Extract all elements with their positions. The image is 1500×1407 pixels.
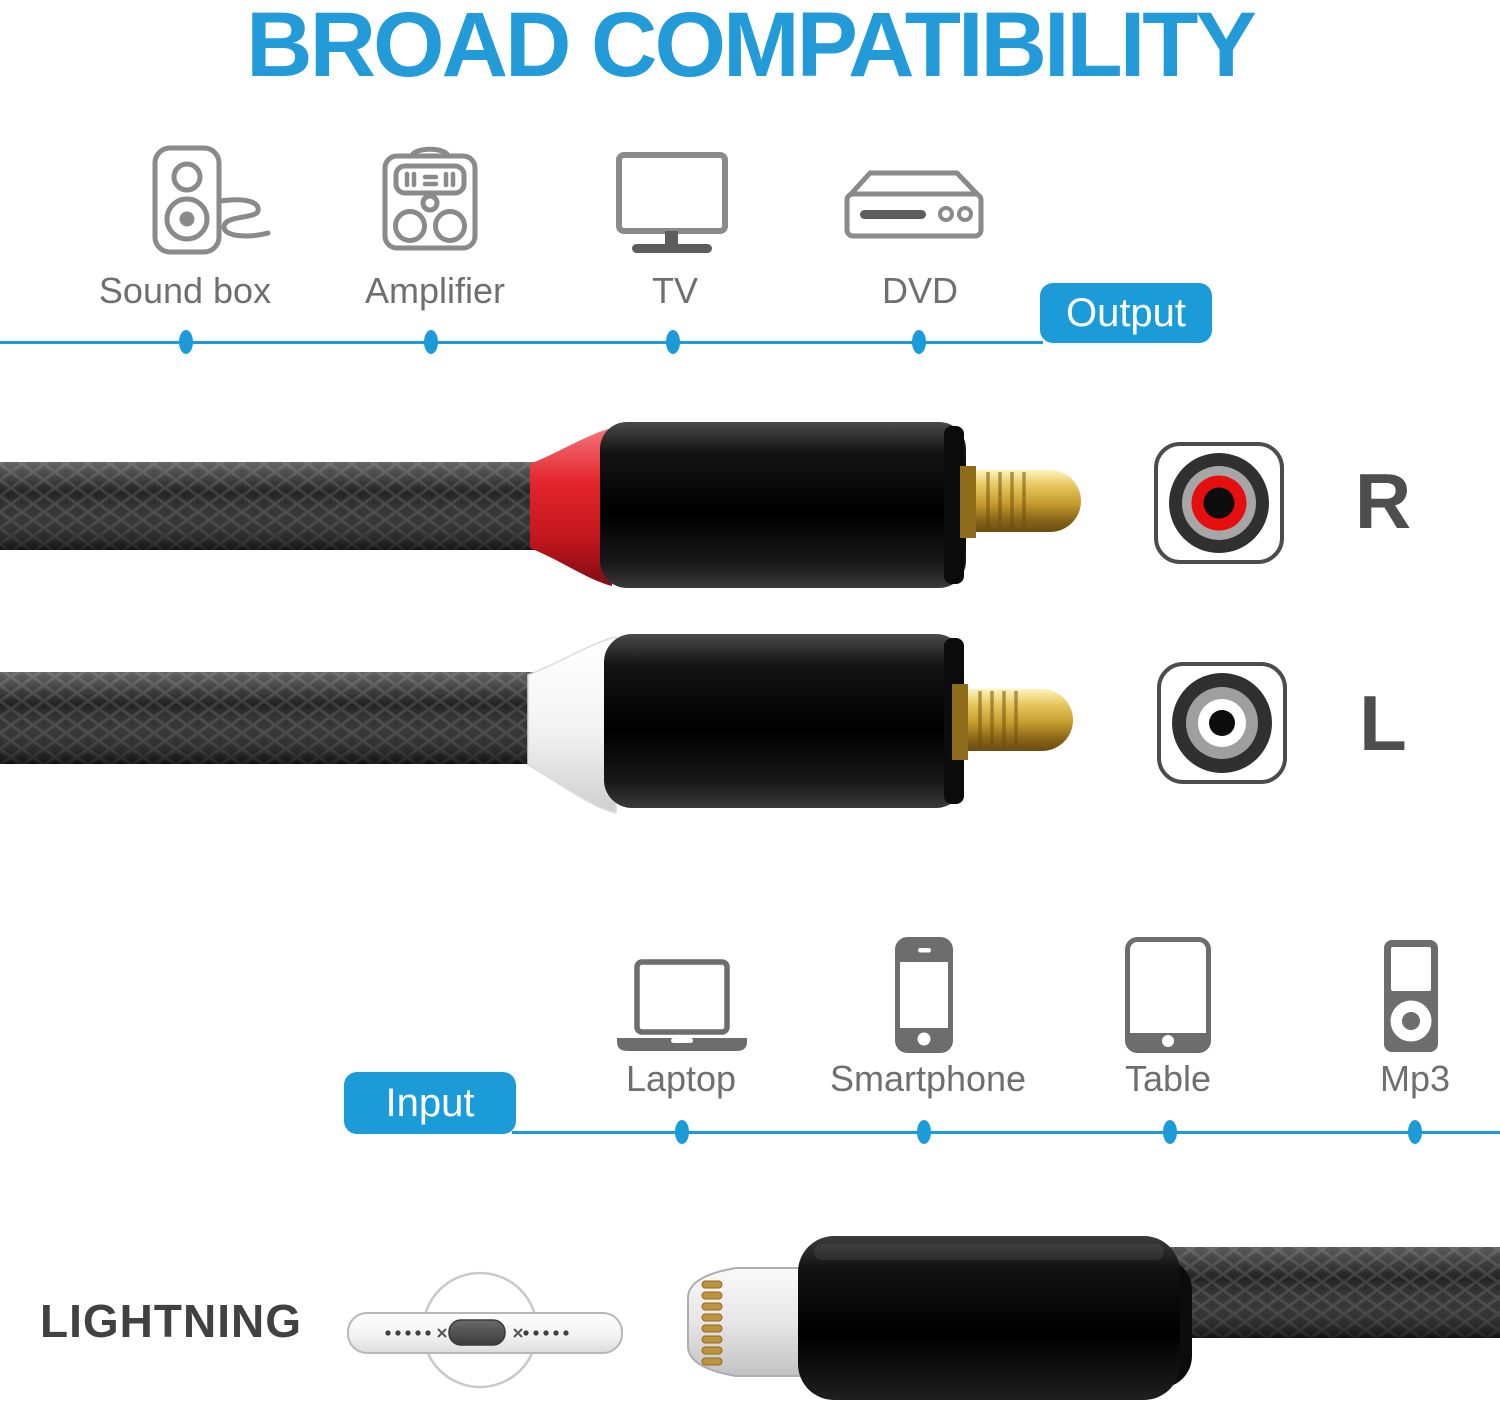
tv-label: TV xyxy=(651,270,698,311)
amplifier-icon xyxy=(380,144,480,256)
timeline-dot xyxy=(424,330,438,354)
dvd-icon xyxy=(843,166,985,240)
timeline-dot xyxy=(1163,1120,1177,1144)
timeline-dot xyxy=(917,1120,931,1144)
lightning-label: LIGHTNING xyxy=(40,1295,302,1347)
page-title: BROAD COMPATIBILITY xyxy=(246,0,1257,96)
dvd-label: DVD xyxy=(881,270,958,311)
sound-box-icon xyxy=(152,145,274,255)
smartphone-label: Smartphone xyxy=(829,1058,1027,1099)
tablet-label: Table xyxy=(1124,1058,1212,1099)
laptop-label: Laptop xyxy=(625,1058,737,1099)
laptop-icon xyxy=(614,958,750,1052)
input-timeline xyxy=(512,1131,1500,1134)
rca-red-plug-graphic xyxy=(0,408,1100,598)
rca-white-plug-graphic xyxy=(0,613,1100,821)
jack-letter-r: R xyxy=(1354,457,1412,545)
tv-icon xyxy=(614,150,730,254)
amplifier-label: Amplifier xyxy=(364,270,506,311)
output-timeline xyxy=(0,341,1043,344)
lightning-port-illustration xyxy=(340,1258,640,1403)
timeline-dot xyxy=(912,330,926,354)
mp3-label: Mp3 xyxy=(1379,1058,1451,1099)
rca-jack-l-icon xyxy=(1155,660,1289,786)
smartphone-icon xyxy=(894,936,954,1054)
mp3-player-icon xyxy=(1382,938,1440,1054)
rca-jack-r-icon xyxy=(1152,440,1286,566)
tablet-icon xyxy=(1124,936,1212,1054)
input-badge: Input xyxy=(344,1072,516,1134)
timeline-dot xyxy=(675,1120,689,1144)
timeline-dot xyxy=(179,330,193,354)
lightning-plug-graphic xyxy=(618,1178,1500,1407)
timeline-dot xyxy=(1408,1120,1422,1144)
sound-box-label: Sound box xyxy=(98,270,272,311)
timeline-dot xyxy=(666,330,680,354)
jack-letter-l: L xyxy=(1359,679,1407,767)
output-badge: Output xyxy=(1040,283,1212,343)
